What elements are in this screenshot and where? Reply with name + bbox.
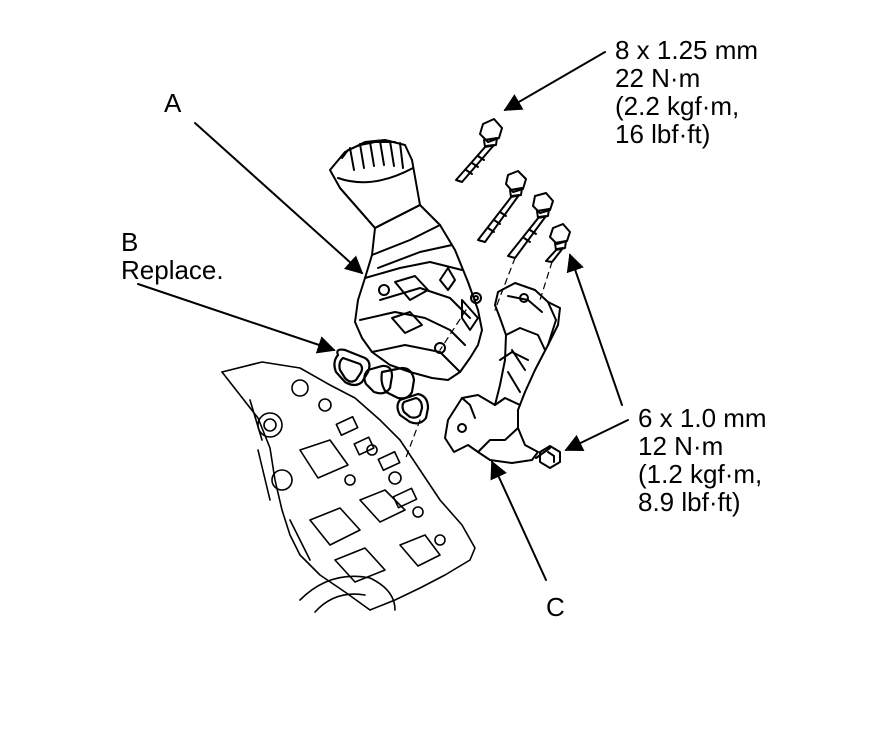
label-b-block: B Replace.: [121, 228, 224, 284]
spec-8mm-size: 8 x 1.25 mm: [615, 35, 759, 65]
engine-block: [221, 361, 476, 613]
gasket: [333, 348, 430, 425]
arrow-6mm-lower: [564, 419, 629, 452]
arrow-b: [137, 283, 336, 354]
bolt-medium: [507, 192, 554, 259]
spec-6mm-bolt: 6 x 1.0 mm 12 N·m (1.2 kgf·m, 8.9 lbf·ft…: [638, 404, 767, 516]
label-c: C: [546, 592, 565, 622]
oil-filter-adapter: [329, 139, 483, 381]
spec-8mm-bolt: 8 x 1.25 mm 22 N·m (2.2 kgf·m, 16 lbf·ft…: [615, 36, 758, 148]
bolt-short: [545, 223, 571, 263]
arrow-c: [490, 460, 547, 581]
arrow-a: [194, 122, 364, 275]
flange-bolt: [535, 445, 561, 469]
spec-6mm-torque-lbfft: 8.9 lbf·ft): [638, 487, 741, 517]
spec-6mm-torque-kgfm: (1.2 kgf·m,: [638, 459, 763, 489]
bolt-long-middle: [477, 170, 527, 243]
spec-6mm-size: 6 x 1.0 mm: [638, 403, 767, 433]
bolt-long-top: [455, 118, 503, 183]
label-b-replace-note: Replace.: [121, 255, 224, 285]
arrow-6mm-upper: [566, 253, 623, 406]
alignment-lines: [404, 257, 553, 461]
label-b: B: [121, 227, 139, 257]
bracket: [444, 282, 561, 464]
arrow-8mm: [503, 51, 606, 111]
spec-6mm-torque-nm: 12 N·m: [638, 431, 724, 461]
spec-8mm-torque-lbfft: 16 lbf·ft): [615, 119, 711, 149]
callout-arrows: [137, 51, 629, 581]
spec-8mm-torque-kgfm: (2.2 kgf·m,: [615, 91, 740, 121]
spec-8mm-torque-nm: 22 N·m: [615, 63, 701, 93]
label-a: A: [164, 88, 182, 118]
